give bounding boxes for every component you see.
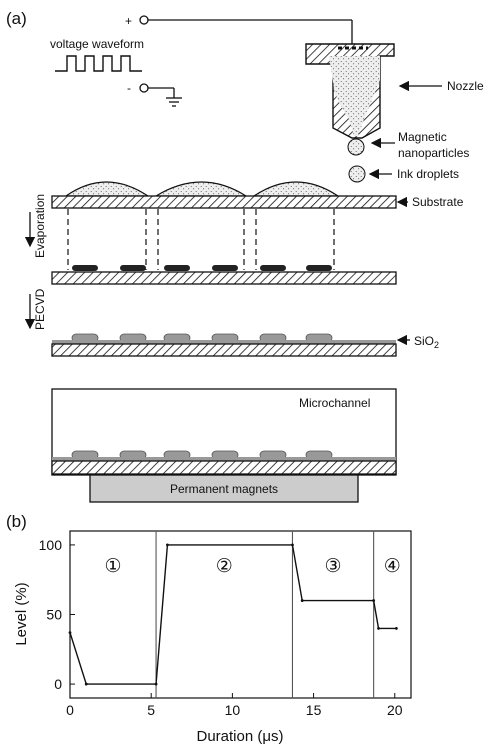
data-point-4 — [291, 543, 294, 547]
x-tick-label-0: 0 — [66, 702, 74, 718]
negative-terminal — [139, 83, 149, 93]
voltage-waveform-label: voltage waveform — [50, 37, 144, 51]
evaporation-step: Evaporation — [24, 194, 47, 258]
pecvd-label: PECVD — [33, 288, 47, 330]
chart-plot: 0 5 10 15 20 0 50 100 ① ② ③ ④ — [39, 530, 412, 718]
data-point-3 — [166, 543, 169, 547]
region-label-2: ② — [216, 555, 233, 577]
ink-droplet — [348, 165, 366, 183]
x-tick-label-1: 5 — [147, 702, 155, 718]
ink-droplets-label: Ink droplets — [397, 167, 459, 181]
positive-terminal — [139, 15, 149, 25]
ink-drop-1 — [64, 181, 150, 197]
substrate-label: Substrate — [412, 195, 464, 209]
substrate-layer-channel — [51, 460, 397, 475]
region-label-1: ① — [105, 555, 122, 577]
pecvd-step: PECVD — [24, 288, 47, 330]
substrate-layer-1 — [51, 195, 397, 209]
ink-callout: Ink droplets — [368, 167, 459, 181]
y-tick-label-0: 0 — [54, 676, 62, 692]
nozzle-callout: Nozzle — [398, 79, 484, 93]
forming-drop — [347, 138, 365, 156]
data-point-1 — [84, 682, 88, 686]
sio2-subscript: 2 — [434, 340, 439, 350]
minus-sign: - — [127, 81, 131, 95]
sio2-callout: SiO2 — [396, 334, 439, 350]
data-point-6 — [372, 599, 376, 602]
plus-sign: + — [125, 14, 132, 28]
region-label-4: ④ — [384, 555, 401, 577]
nozzle-ink — [329, 56, 380, 136]
voltage-source: + voltage waveform - — [50, 14, 353, 107]
microchannel-device: Microchannel Permanent magnets — [51, 388, 397, 503]
evaporation-label: Evaporation — [33, 194, 47, 258]
data-point-8 — [394, 627, 398, 630]
substrate-callout: Substrate — [396, 195, 464, 209]
permanent-magnets — [89, 474, 359, 503]
magnetic-label-line1: Magnetic — [398, 130, 447, 144]
sio2-layer-3 — [52, 340, 396, 344]
x-axis-label: Duration (μs) — [197, 728, 284, 745]
y-tick-label-1: 50 — [46, 607, 62, 623]
panel-b: (b) Level (%) Duration (μs) 0 5 10 15 20 0 50 1… — [6, 512, 412, 745]
sio2-layer-channel — [52, 457, 396, 461]
panel-b-label: (b) — [6, 512, 27, 531]
permanent-magnets-label: Permanent magnets — [170, 482, 278, 496]
y-axis-label: Level (%) — [13, 582, 30, 645]
particle-clusters-row-2 — [72, 265, 332, 271]
ink-drop-3 — [252, 181, 340, 197]
data-point-5 — [300, 599, 304, 602]
nozzle-label: Nozzle — [447, 79, 484, 93]
square-waveform — [55, 55, 142, 72]
substrate-layer-2 — [51, 271, 397, 285]
x-tick-label-2: 10 — [225, 702, 241, 718]
sio2-label: SiO2 — [414, 334, 439, 350]
data-point-7 — [377, 627, 380, 630]
x-tick-label-4: 20 — [387, 702, 403, 718]
substrate-after-evaporation — [51, 265, 397, 285]
nozzle — [305, 43, 395, 183]
substrate-with-sio2 — [51, 333, 397, 357]
microchannel-label: Microchannel — [299, 396, 370, 410]
magnetic-callout: Magnetic nanoparticles — [370, 130, 469, 160]
data-point-2 — [154, 682, 158, 686]
panel-a: (a) + voltage waveform - — [6, 9, 484, 503]
data-point-0 — [68, 631, 72, 634]
x-tick-label-3: 15 — [306, 702, 322, 718]
y-tick-label-2: 100 — [39, 537, 63, 553]
magnetic-label-line2: nanoparticles — [398, 146, 469, 160]
substrate-layer-3 — [51, 343, 397, 357]
ground-icon — [166, 97, 182, 107]
dashed-guides — [67, 209, 335, 270]
ink-drop-2 — [153, 181, 249, 197]
region-label-3: ③ — [325, 555, 342, 577]
panel-a-label: (a) — [6, 9, 27, 28]
substrate-with-ink — [51, 181, 397, 209]
